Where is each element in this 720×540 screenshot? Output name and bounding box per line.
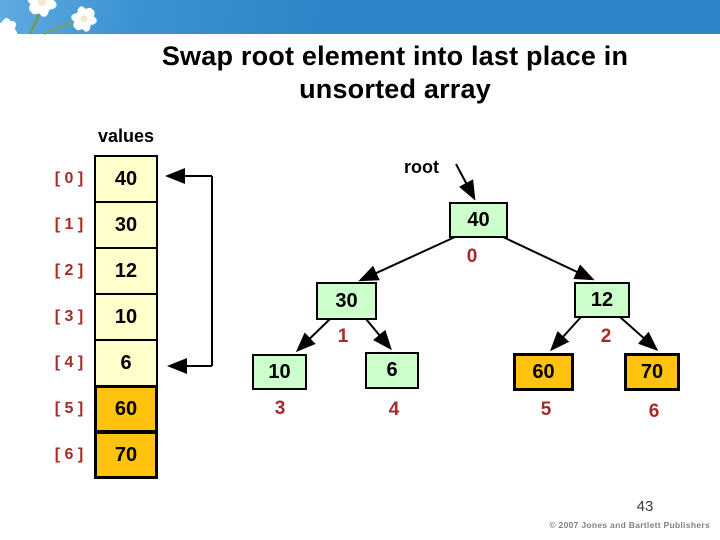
array-row-0: [ 0 ] 40: [44, 155, 158, 203]
array-index-label: [ 3 ]: [54, 308, 84, 325]
array-row-1: [ 1 ] 30: [44, 201, 158, 249]
tree-node-30: 30: [316, 282, 377, 320]
page-number: 43: [636, 498, 654, 515]
array-index-label: [ 2 ]: [54, 262, 84, 279]
array-row-6: [ 6 ] 70: [44, 431, 158, 479]
array-cell: 6: [94, 339, 158, 387]
tree-index-label: 0: [466, 246, 478, 267]
array-index-label: [ 5 ]: [54, 400, 84, 417]
tree-node-6: 6: [365, 352, 419, 389]
edge-30-6: [365, 318, 392, 351]
flower-decoration: [0, 0, 97, 36]
copyright-text: © 2007 Jones and Bartlett Publishers: [549, 520, 710, 530]
array-row-3: [ 3 ] 10: [44, 293, 158, 341]
tree-index-label: 5: [540, 399, 552, 420]
array-cell: 70: [94, 431, 158, 479]
array-index-label: [ 0 ]: [54, 170, 84, 187]
edge-30-10: [295, 318, 331, 353]
tree-node-10: 10: [252, 354, 307, 390]
array-row-5: [ 5 ] 60: [44, 385, 158, 433]
tree-index-label: 6: [648, 401, 660, 422]
array-cell: 40: [94, 155, 158, 203]
tree-node-70: 70: [624, 353, 680, 391]
title-line-2: unsorted array: [299, 74, 491, 104]
tree-node-12: 12: [574, 282, 630, 318]
tree-index-label: 2: [600, 326, 612, 347]
root-arrow: [455, 163, 476, 201]
array-cell: 30: [94, 201, 158, 249]
edge-12-70: [619, 316, 659, 351]
array-row-4: [ 4 ] 6: [44, 339, 158, 387]
array-cell: 60: [94, 385, 158, 433]
tree-node-40: 40: [449, 202, 508, 238]
tree-node-60: 60: [513, 353, 574, 391]
edge-40-30: [358, 236, 456, 282]
array-cell: 10: [94, 293, 158, 341]
title-line-1: Swap root element into last place in: [161, 41, 629, 71]
page-title: Swap root element into last place in uns…: [70, 40, 720, 106]
tree-index-label: 4: [388, 399, 400, 420]
array-index-label: [ 1 ]: [54, 216, 84, 233]
array-index-label: [ 6 ]: [54, 446, 84, 463]
tree-index-label: 3: [274, 398, 286, 419]
values-label: values: [97, 126, 155, 146]
edge-12-60: [549, 316, 582, 352]
header-banner: [0, 0, 720, 36]
array-row-2: [ 2 ] 12: [44, 247, 158, 295]
edge-40-12: [502, 236, 595, 281]
array-cell: 12: [94, 247, 158, 295]
array-index-label: [ 4 ]: [54, 354, 84, 371]
root-label: root: [404, 157, 439, 177]
tree-index-label: 1: [337, 326, 349, 347]
swap-arrow: [165, 168, 213, 374]
